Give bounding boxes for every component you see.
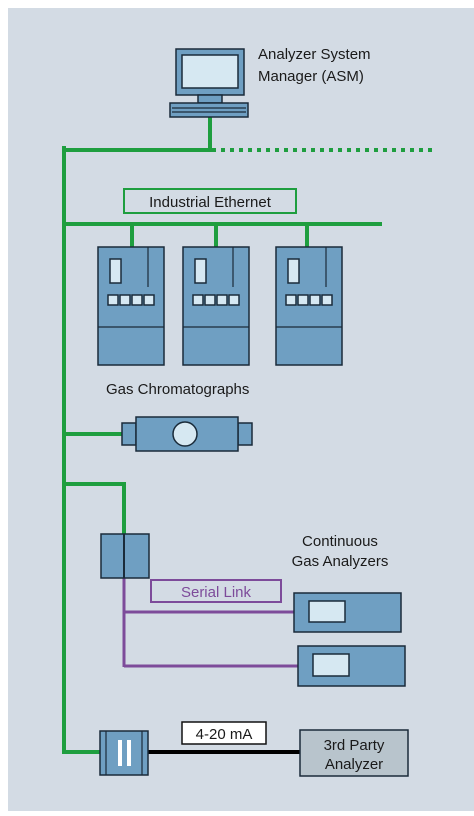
flow-analyzer-icon: [121, 416, 253, 452]
gas-chromatograph-icon: [97, 246, 165, 366]
continuous-label-line2: Gas Analyzers: [292, 553, 389, 570]
signal-isolator-icon: [99, 730, 149, 776]
serial-link-label-box: [150, 579, 282, 603]
diagram-background: [8, 8, 474, 811]
analog-signal-label-box: [181, 721, 267, 745]
third-party-label-line2: Analyzer: [325, 756, 383, 773]
serial-converter-icon: [100, 533, 150, 579]
industrial-ethernet-label: Industrial Ethernet: [149, 194, 272, 211]
industrial-ethernet-label-box: [123, 188, 297, 214]
third-party-analyzer-box: [299, 729, 409, 777]
ethernet-network: [62, 116, 432, 754]
serial-network: [122, 578, 298, 668]
serial-link-label: Serial Link: [181, 584, 252, 601]
third-party-label-line1: 3rd Party: [324, 737, 385, 754]
gas-chromatograph-icon: [275, 246, 343, 366]
analog-signal-label: 4-20 mA: [196, 726, 253, 743]
continuous-gas-analyzer-icon: [297, 645, 406, 687]
asm-label-line1: Analyzer System: [258, 46, 371, 63]
asm-label-line2: Manager (ASM): [258, 68, 364, 85]
computer-icon: [169, 48, 249, 118]
continuous-gas-analyzer-icon: [293, 592, 402, 633]
continuous-label-line1: Continuous: [302, 533, 378, 550]
gas-chromatographs-label: Gas Chromatographs: [106, 381, 249, 398]
gas-chromatograph-icon: [182, 246, 250, 366]
